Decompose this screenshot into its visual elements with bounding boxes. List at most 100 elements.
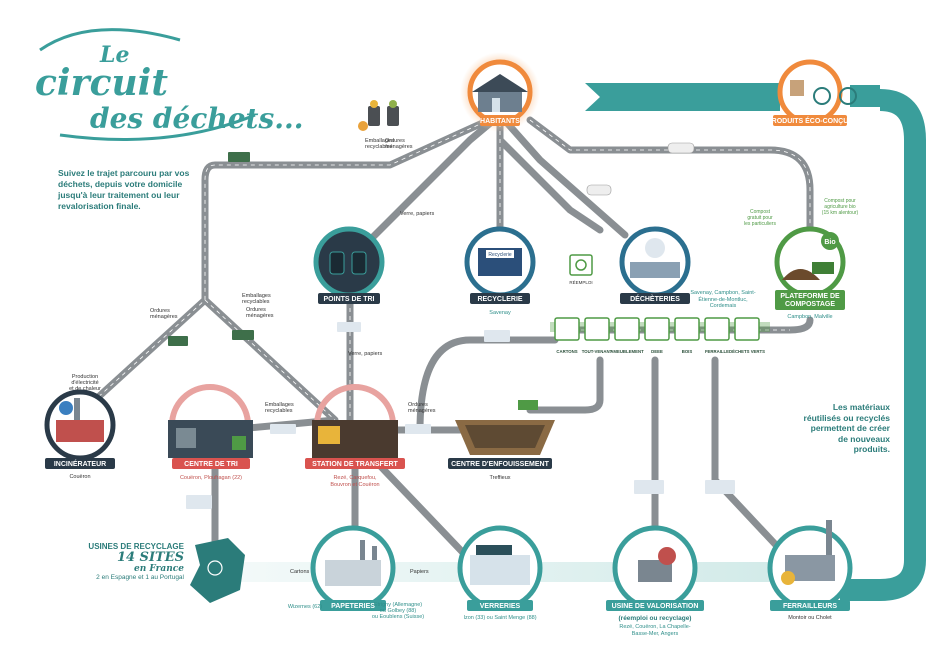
category-box [734,317,760,341]
bin-ordures-label-1: Ordures [385,138,405,144]
category-box [554,317,580,341]
route-verre-papiers-top: Verre, papiers [400,211,434,217]
bin-ordures-label-2: ménagères [385,144,413,150]
node-centre-de-tri[interactable]: CENTRE DE TRI [168,384,253,469]
car-icons [586,142,695,196]
category-label: TOUT-VENANT [582,349,613,354]
ferrailleurs-banner [770,600,850,611]
verreries-location: Izon (33) ou Saint Menge (88) [463,615,536,621]
title-line2: circuit [35,62,168,104]
category-label: CARTONS [556,349,577,354]
papeteries-label: PAPETERIES [331,603,375,610]
route-ordures-3: Ordures [246,307,266,313]
title: Le circuit des déchets... [35,28,303,141]
bins-icon [358,100,399,131]
node-habitants[interactable]: HABITANTS [460,52,540,132]
decheteries-location-box: Savenay, Campbon, Saint-Étienne-de-Montl… [690,290,756,309]
compost-free-2: gratuit pour [747,215,773,221]
node-points-de-tri[interactable]: POINTS DE TRI [313,226,385,304]
valorisation-banner [606,600,704,611]
category-box [614,317,640,341]
usines-line3: en France [134,564,184,574]
category-label: DÉCHETS VERTS [729,349,765,354]
category-label: BOIS [682,349,693,354]
node-station-transfert[interactable]: STATION DE TRANSFERT [305,384,405,469]
centre-tri-banner [172,458,250,469]
compost-free-3: les particuliers [744,221,776,227]
node-ferrailleurs[interactable]: FERRAILLEURS [767,520,853,611]
incinerateur-banner [45,458,115,469]
produits-banner [773,115,847,126]
category-box [704,317,730,341]
france-map-icon [190,538,245,603]
node-centre-enfouissement[interactable]: CENTRE D'ENFOUISSEMENT [448,400,555,469]
node-produits-eco-concus[interactable]: PRODUITS ÉCO-CONÇUS [767,59,857,126]
usines-line1: USINES DE RECYCLAGE [88,542,184,551]
usines-recyclage: USINES DE RECYCLAGE 14 SITES en France 2… [64,542,184,581]
node-incinerateur[interactable]: INCINÉRATEUR [44,389,116,469]
production-1: Production [72,374,98,380]
route-ordures-2: ménagères [150,314,178,320]
compost-bio-3: (15 km alentour) [822,210,859,216]
ferrailleurs-label: FERRAILLEURS [783,603,837,610]
points-tri-banner [318,293,380,304]
route-ordures-4: ménagères [246,313,274,319]
enfouissement-location: Treffieux [489,475,510,481]
valorisation-label: USINE DE VALORISATION [612,603,699,610]
bin-emballages-label-2: recyclables [365,144,393,150]
route-emballages-1: Emballages [242,293,271,299]
usines-line2: 14 SITES [116,550,184,565]
category-label: FERRAILLE [705,349,729,354]
route-emballages-4: recyclables [265,408,293,414]
papeteries-location-4: ou Eoublens (Suisse) [372,614,424,620]
enfouissement-banner [448,458,552,469]
decheteries-banner [620,293,690,304]
valorisation-subtitle: (réemploi ou recyclage) [619,615,692,622]
compostage-banner [775,290,845,310]
compostage-label-1: PLATEFORME DE [780,293,840,300]
node-papeteries[interactable]: PAPETERIES [310,525,396,611]
reemploi-icon [569,254,593,276]
bio-badge-label: Bio [824,239,835,246]
bio-badge [821,232,839,250]
enfouissement-label: CENTRE D'ENFOUISSEMENT [451,461,549,468]
points-tri-label: POINTS DE TRI [324,296,375,303]
side-note: Les matériaux réutilisés ou recyclés per… [803,402,890,454]
node-recyclerie[interactable]: Recyclerie RECYCLERIE [464,226,536,304]
node-verreries[interactable]: VERRERIES [457,525,543,611]
compost-free-1: Compost [750,209,771,215]
station-location-1: Rezé, Carquefou, [333,475,377,481]
produits-label: PRODUITS ÉCO-CONÇUS [767,116,853,125]
intro-text: Suivez le trajet parcouru par vos déchet… [58,168,190,211]
papeteries-location-1: Wizernes (62) [288,604,322,610]
route-emballages-2: recyclables [242,299,270,305]
title-line1: Le [99,42,129,68]
centre-tri-label: CENTRE DE TRI [184,461,238,468]
category-box [674,317,700,341]
incinerateur-label: INCINÉRATEUR [54,459,106,468]
papiers-label: Papiers [410,569,429,575]
route-ordures-6: ménagères [408,408,436,414]
station-label: STATION DE TRANSFERT [312,461,398,468]
compostage-label-2: COMPOSTAGE [785,301,835,308]
verreries-label: VERRERIES [480,603,521,610]
habitants-label: HABITANTS [480,118,520,125]
recyclerie-sign: Recyclerie [488,252,512,258]
recyclerie-location: Savenay [489,310,511,316]
compost-bio-1: Compost pour [824,198,856,204]
node-usine-valorisation[interactable]: USINE DE VALORISATION [606,525,704,611]
node-decheteries[interactable]: DÉCHÈTERIES [619,226,691,304]
title-line3: des déchets... [90,102,303,135]
bin-emballages-label-1: Emballages [365,138,394,144]
recyclerie-banner [470,293,530,304]
compostage-location: Campbon, Malville [787,314,832,320]
route-ordures-5: Ordures [408,402,428,408]
cartons-label: Cartons [290,569,310,575]
route-emballages-3: Emballages [265,402,294,408]
node-compostage[interactable]: Bio PLATEFORME DE COMPOSTAGE [774,226,846,310]
recyclerie-label: RECYCLERIE [477,296,522,303]
decheteries-location: Savenay, Campbon, Saint-Étienne-de-Montl… [690,290,756,309]
incinerateur-location: Couëron [69,474,90,480]
